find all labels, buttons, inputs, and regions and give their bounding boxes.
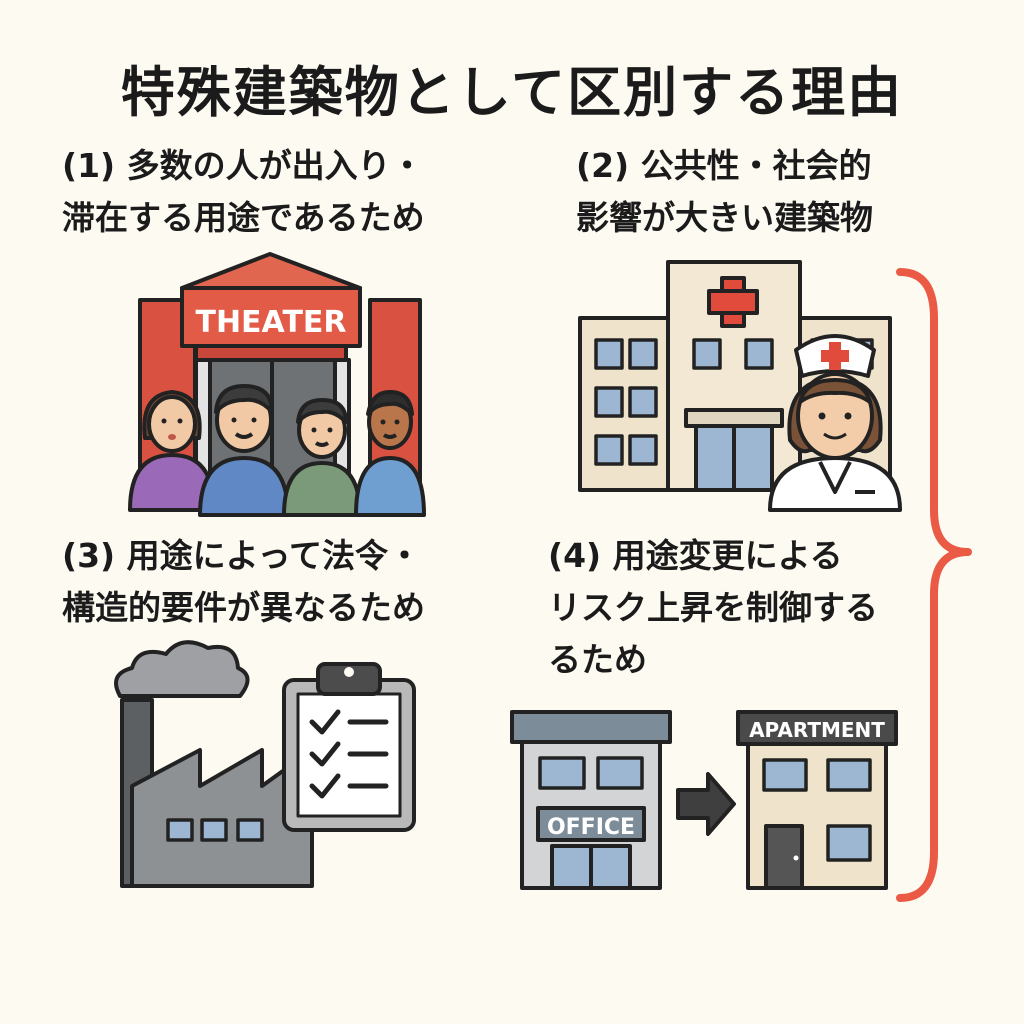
apartment-sign-label: APARTMENT xyxy=(749,718,885,742)
use-change-illustration: OFFICE APARTMENT xyxy=(510,710,898,890)
theater-illustration: THEATER xyxy=(128,252,426,517)
theater-sign-label: THEATER xyxy=(195,305,346,340)
red-cross-icon xyxy=(707,276,759,328)
nurse-icon xyxy=(768,334,902,512)
arrow-right-icon xyxy=(676,772,736,836)
checklist-clipboard-icon xyxy=(282,662,416,832)
apartment-building-icon: APARTMENT xyxy=(736,710,898,890)
smoke-cloud-icon xyxy=(114,640,250,698)
curly-brace xyxy=(896,268,972,902)
reason-4-text: (4) 用途変更による リスク上昇を制御する るため xyxy=(548,536,878,679)
hospital-illustration xyxy=(578,260,902,512)
page-title: 特殊建築物として区別する理由 xyxy=(120,61,904,124)
person-icon xyxy=(354,390,426,517)
office-building-icon: OFFICE xyxy=(510,710,672,890)
factory-illustration xyxy=(114,640,416,888)
office-sign-label: OFFICE xyxy=(547,815,635,840)
reason-1-text: (1) 多数の人が出入り・ 滞在する用途であるため xyxy=(62,146,425,237)
person-icon xyxy=(282,398,362,517)
person-icon xyxy=(198,384,290,517)
reason-3-text: (3) 用途によって法令・ 構造的要件が異なるため xyxy=(62,536,425,627)
reason-2-text: (2) 公共性・社会的 影響が大きい建築物 xyxy=(576,146,873,237)
person-icon xyxy=(128,390,216,512)
